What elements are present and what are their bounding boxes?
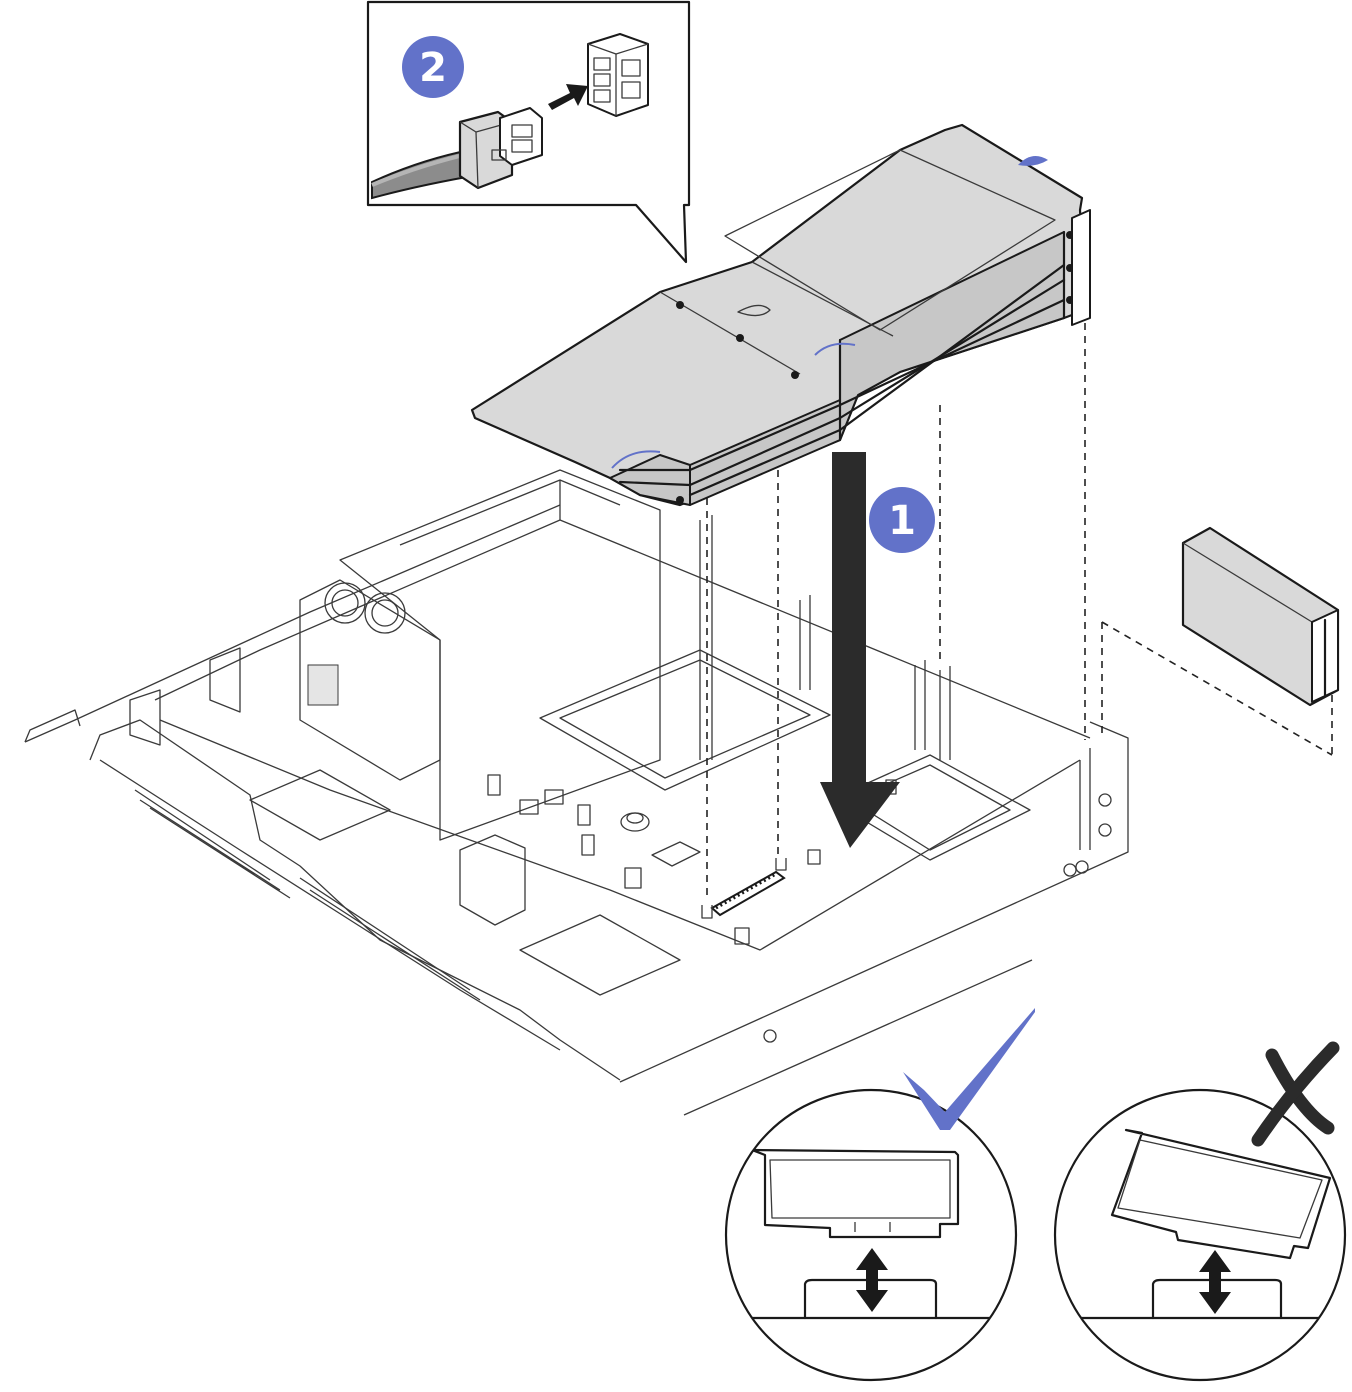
step-1-label: 1 <box>888 498 916 544</box>
down-arrow-icon <box>820 452 900 848</box>
push-arrow-icon <box>548 84 588 110</box>
correct-alignment-detail <box>724 1088 1018 1382</box>
riser-filler <box>1181 526 1340 707</box>
pcie-slot <box>701 858 787 919</box>
incorrect-alignment-detail <box>1053 1088 1347 1382</box>
step-2-label: 2 <box>419 45 447 91</box>
vent-grille <box>134 789 481 1001</box>
double-arrow-icon-2 <box>1199 1250 1231 1314</box>
riser-assembly <box>470 123 1091 507</box>
blue-touch-point <box>1018 156 1048 166</box>
cable-connector <box>458 107 543 190</box>
step-badge-1: 1 <box>869 487 935 553</box>
alignment-guides <box>706 310 1333 900</box>
x-mark-icon <box>1251 1041 1340 1147</box>
checkmark-icon <box>903 1008 1035 1130</box>
callout-connector-detail <box>366 0 691 264</box>
board-socket-connector <box>587 33 649 117</box>
server-chassis <box>24 469 1129 1116</box>
step-badge-2: 2 <box>402 36 464 98</box>
